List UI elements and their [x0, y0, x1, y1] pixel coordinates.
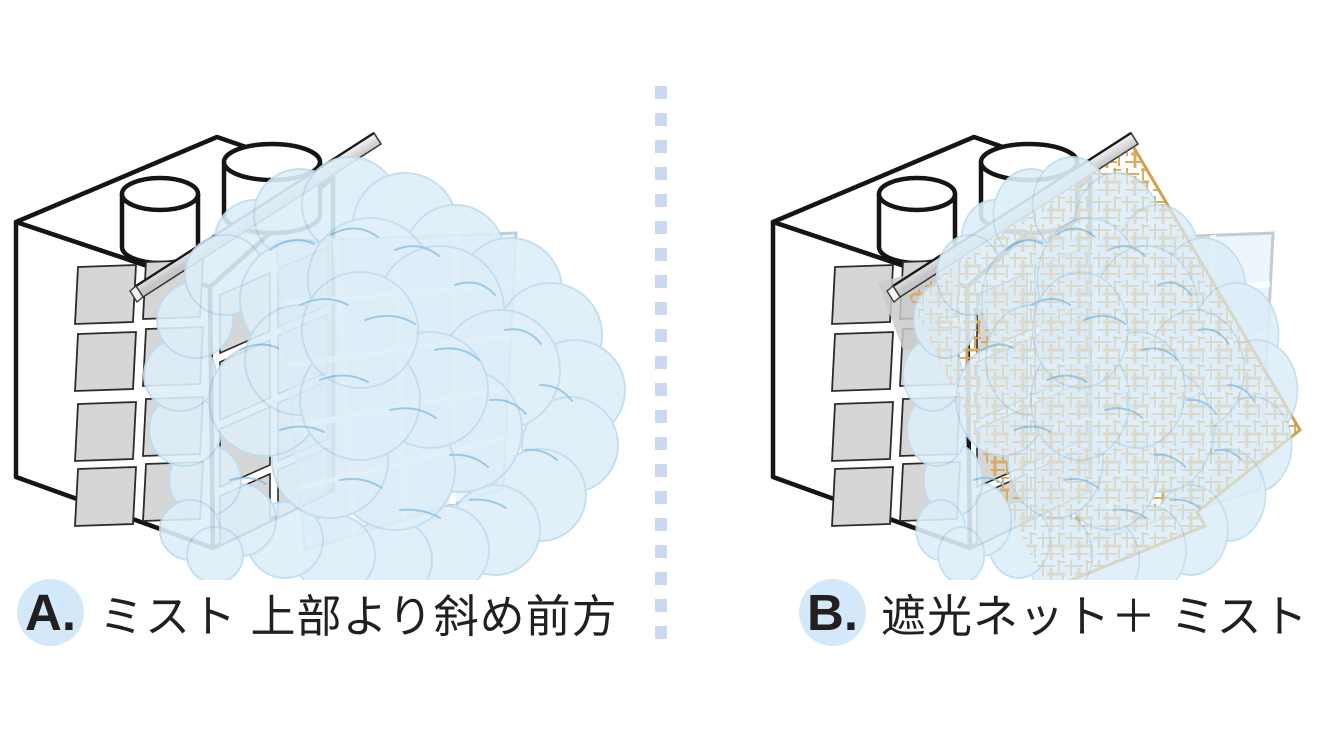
figure-b-marker: B. — [799, 579, 866, 646]
figure-a-marker: A. — [17, 579, 84, 646]
diagram-a-mist-only — [0, 131, 626, 580]
panel-divider-dashed-line — [655, 86, 667, 646]
caption-a: A. ミスト 上部より斜め前方 — [17, 579, 618, 646]
caption-b: B. 遮光ネット＋ ミスト — [799, 579, 1309, 646]
figure-b-caption-text: 遮光ネット＋ ミスト — [881, 591, 1309, 642]
figure-a-caption-text: ミスト 上部より斜め前方 — [99, 591, 618, 642]
diagram-b-net-plus-mist — [757, 131, 1302, 580]
